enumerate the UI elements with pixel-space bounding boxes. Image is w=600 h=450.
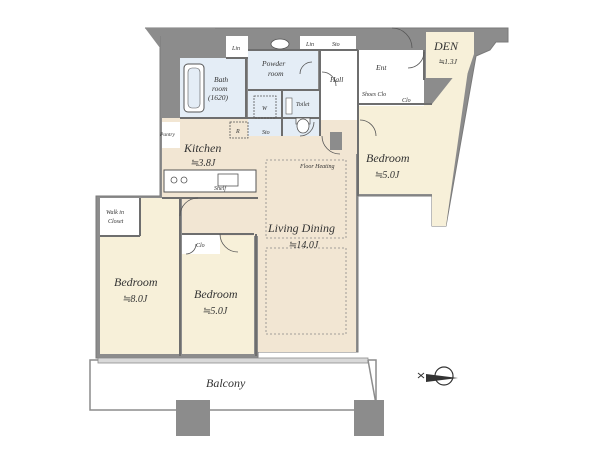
balcony-area [89,359,377,411]
floor-sto-top [322,36,356,50]
label-shelf: Shelf [214,185,227,192]
floor-shoes-clo [358,88,396,98]
label-den-area: ≒1.3J [438,57,458,66]
label-sto-2: Sto [262,130,270,136]
floor-pantry [162,122,180,148]
label-kitchen-area: ≒3.8J [190,158,216,169]
powder-sink [270,38,290,50]
balcony-rail [97,357,369,364]
door-entrance [391,27,413,49]
floor-powder [248,50,318,90]
column-hall [330,132,342,150]
label-floor-heating: Floor Heating [299,164,335,170]
floor-clo-right [396,90,422,106]
floor-living-dining [258,152,356,352]
label-kitchen: Kitchen [183,141,221,155]
toilet-sink [285,97,293,115]
label-sto-1: Sto [332,42,340,48]
door-den [407,51,425,69]
label-bedroom-mid: Bedroom [194,287,238,301]
floor-bedroom-right-slant [432,56,470,226]
label-shoes-clo: Shoes Clo [362,92,386,98]
label-pantry: Pantry [159,132,176,138]
floor-bedroom-right [358,104,432,194]
floor-heating-upper [265,159,347,239]
floor-corridor [182,198,258,236]
toilet-bowl [296,118,310,134]
balcony-pillar-right [354,400,384,436]
door-bedroom-left [179,197,199,217]
wall-top-left [145,28,215,48]
floor-lin-top [300,36,322,50]
label-living-dining: Living Dining [267,221,335,235]
label-lin-2: Lin [305,42,314,48]
label-clo-right: Clo [402,98,411,104]
door-powder [299,61,313,75]
floor-lin-top-left [226,36,248,58]
label-toilet: Toilet [296,102,310,108]
door-bedroom-mid [219,233,239,253]
floor-heating-lower [265,247,347,335]
label-ent: Ent [375,63,387,72]
label-bedroom-right-area: ≒5.0J [374,170,400,181]
label-clo-mid: Clo [196,243,205,249]
balcony [89,357,384,436]
washer-box [253,95,277,119]
label-w: W [262,106,268,112]
label-bedroom-left-area: ≒8.0J [122,294,148,305]
north-compass [417,366,458,386]
label-den: DEN [433,39,459,53]
label-bedroom-left: Bedroom [114,275,158,289]
fixtures [163,38,347,335]
door-hall [321,71,337,87]
floor-walk-in-closet [100,198,140,236]
floor-den [426,32,474,78]
floor-hall [320,50,358,120]
room-floors [100,32,474,354]
fridge-box [229,121,249,139]
partitions [100,49,432,356]
floor-clo-mid [182,234,220,254]
label-lin-1: Lin [231,46,240,52]
label-balcony: Balcony [206,376,246,390]
label-bedroom-mid-area: ≒5.0J [202,306,228,317]
doors [179,27,425,255]
door-toilet [299,121,315,137]
kitchen-counter [163,169,257,193]
door-living [321,135,341,155]
label-living-dining-area: ≒14.0J [288,240,319,251]
balcony-pillar-left [176,400,210,436]
door-bedroom-right [359,119,377,137]
label-hall: Hall [329,75,343,84]
label-r: R [235,129,240,135]
door-closet-mid [185,243,197,255]
label-bedroom-right: Bedroom [366,151,410,165]
